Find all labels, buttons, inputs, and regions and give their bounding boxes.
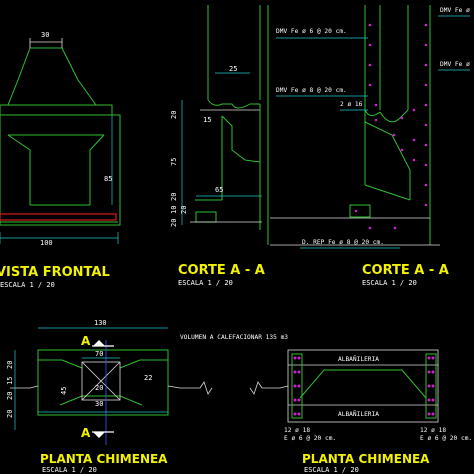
planta-right-title: PLANTA CHIMENEA <box>302 452 430 466</box>
corte-right-scale: ESCALA 1 / 20 <box>362 279 417 287</box>
note-fe16: 2 ø 16 <box>340 101 363 108</box>
planta-right-drawing <box>249 349 439 423</box>
corte-left-title: CORTE A - A <box>178 263 265 278</box>
pl-dim-side-4: 20 <box>6 410 14 418</box>
label-albanileria-bottom: ALBAÑILERIA <box>338 409 379 418</box>
planta-left-scale: ESCALA 1 / 20 <box>42 466 97 474</box>
vf-dim-height: 85 <box>104 175 112 183</box>
corte-left-drawing <box>181 5 262 230</box>
note-volumen: VOLUMEN A CALEFACIONAR 135 m3 <box>180 334 288 341</box>
rebar-dots-right-plan <box>293 356 435 416</box>
note-bar-left-1: 12 ø 18 <box>284 427 310 434</box>
pl-dim-30: 30 <box>95 400 103 408</box>
section-marker-a-bottom: A <box>81 426 91 440</box>
ca-dim-20b: 20 <box>170 193 178 201</box>
ca-dim-75: 75 <box>170 158 178 166</box>
planta-left-drawing <box>10 327 213 445</box>
pl-dim-side-2: 15 <box>6 377 14 385</box>
corte-right-title: CORTE A - A <box>362 263 449 278</box>
ca-dim-65: 65 <box>215 186 223 194</box>
ca-dim-15: 15 <box>203 116 211 124</box>
vista-frontal-drawing <box>0 38 121 244</box>
note-bar-left-2: E ø 6 @ 20 cm. <box>284 435 336 442</box>
corte-right-drawing <box>267 5 470 249</box>
section-marker-a-top: A <box>81 334 91 348</box>
vista-frontal-scale: ESCALA 1 / 20 <box>0 281 55 289</box>
pl-dim-side-1: 20 <box>6 361 14 369</box>
ca-dim-20a: 20 <box>170 111 178 119</box>
planta-left-title: PLANTA CHIMENEA <box>40 452 168 466</box>
pl-dim-side-3: 20 <box>6 392 14 400</box>
corte-left-scale: ESCALA 1 / 20 <box>178 279 233 287</box>
note-bar-right-2: E ø 6 @ 20 cm. <box>420 435 472 442</box>
ca-dim-10: 10 <box>170 206 178 214</box>
note-bar-right-1: 12 ø 18 <box>420 427 446 434</box>
pl-dim-45: 45 <box>60 387 68 395</box>
note-dmv-right-2: DMV Fe ø <box>440 61 470 68</box>
pl-dim-22: 22 <box>144 374 152 382</box>
pl-dim-70: 70 <box>95 350 103 358</box>
pl-dim-20: 20 <box>95 384 103 392</box>
pl-dim-130: 130 <box>94 319 107 327</box>
vf-dim-base: 100 <box>40 239 53 247</box>
note-dmv-right-1: DMV Fe ø <box>440 7 470 14</box>
rebar-dots-right-section <box>354 23 428 230</box>
ca-dim-20c: 20 <box>180 206 188 214</box>
note-dmv-1: DMV Fe ø 6 @ 20 cm. <box>276 28 347 35</box>
ca-dim-20d: 20 <box>170 219 178 227</box>
note-dmv-2: DMV Fe ø 8 @ 20 cm. <box>276 87 347 94</box>
note-drep: D. REP Fe ø 8 @ 20 cm. <box>302 239 384 246</box>
planta-right-scale: ESCALA 1 / 20 <box>304 466 359 474</box>
ca-dim-25: 25 <box>229 65 237 73</box>
vf-dim-top: 30 <box>41 31 49 39</box>
vista-frontal-title: VISTA FRONTAL <box>0 265 110 280</box>
label-albanileria-top: ALBAÑILERIA <box>338 354 379 363</box>
